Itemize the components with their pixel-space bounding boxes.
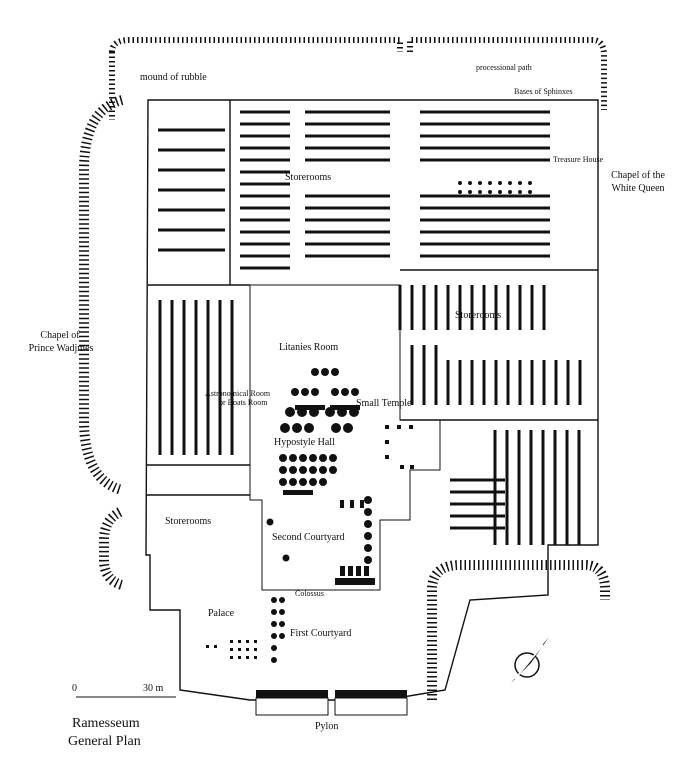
- compass-rose-icon: [511, 637, 549, 683]
- southeast-ring: [427, 560, 610, 700]
- storerooms-southeast: [450, 430, 581, 545]
- storerooms-west: [158, 128, 234, 455]
- label-astronomical-room-1: Astronomical Room: [205, 389, 271, 398]
- label-pylon: Pylon: [315, 721, 339, 732]
- label-chapel-wadjmes-2: Prince Wadjmes: [28, 343, 94, 354]
- label-storerooms-west: Storerooms: [165, 516, 212, 527]
- west-ring-2: [99, 507, 124, 590]
- label-first-courtyard: First Courtyard: [290, 628, 352, 639]
- label-treasure-house: Treasure House: [553, 155, 604, 164]
- label-bases-of-sphinxes: Bases of Sphinxes: [514, 87, 573, 96]
- pylon-structure: [255, 690, 408, 716]
- columns: [266, 368, 372, 663]
- label-chapel-wadjmes-1: Chapel of: [40, 330, 80, 341]
- label-storerooms-north: Storerooms: [285, 172, 332, 183]
- label-processional-path: processional path: [476, 63, 532, 72]
- label-storerooms-east: Storerooms: [455, 310, 502, 321]
- storerooms-north-west: [240, 110, 390, 270]
- label-second-courtyard: Second Courtyard: [272, 532, 345, 543]
- small-column-bases: [206, 181, 532, 659]
- label-palace: Palace: [208, 608, 235, 619]
- label-small-temple: Small Temple: [356, 398, 412, 409]
- label-mound-of-rubble: mound of rubble: [140, 72, 207, 83]
- wall-slabs: [283, 405, 375, 585]
- plan-title-line2: General Plan: [68, 734, 141, 749]
- storerooms-east: [398, 285, 582, 405]
- label-chapel-white-queen-1: Chapel of the: [611, 170, 665, 181]
- label-chapel-white-queen-2: White Queen: [611, 183, 665, 194]
- label-colossus: Colossus: [295, 589, 324, 598]
- label-litanies-room: Litanies Room: [279, 342, 339, 353]
- west-ring: [79, 95, 124, 495]
- north-ring: [109, 37, 607, 120]
- label-astronomical-room-2: or Boats Room: [219, 398, 268, 407]
- scale-length: 30 m: [143, 683, 164, 694]
- plan-title-line1: Ramesseum: [72, 716, 140, 731]
- storerooms-north-east: [420, 110, 550, 258]
- scale-zero: 0: [72, 683, 77, 694]
- label-hypostyle-hall: Hypostyle Hall: [274, 437, 335, 448]
